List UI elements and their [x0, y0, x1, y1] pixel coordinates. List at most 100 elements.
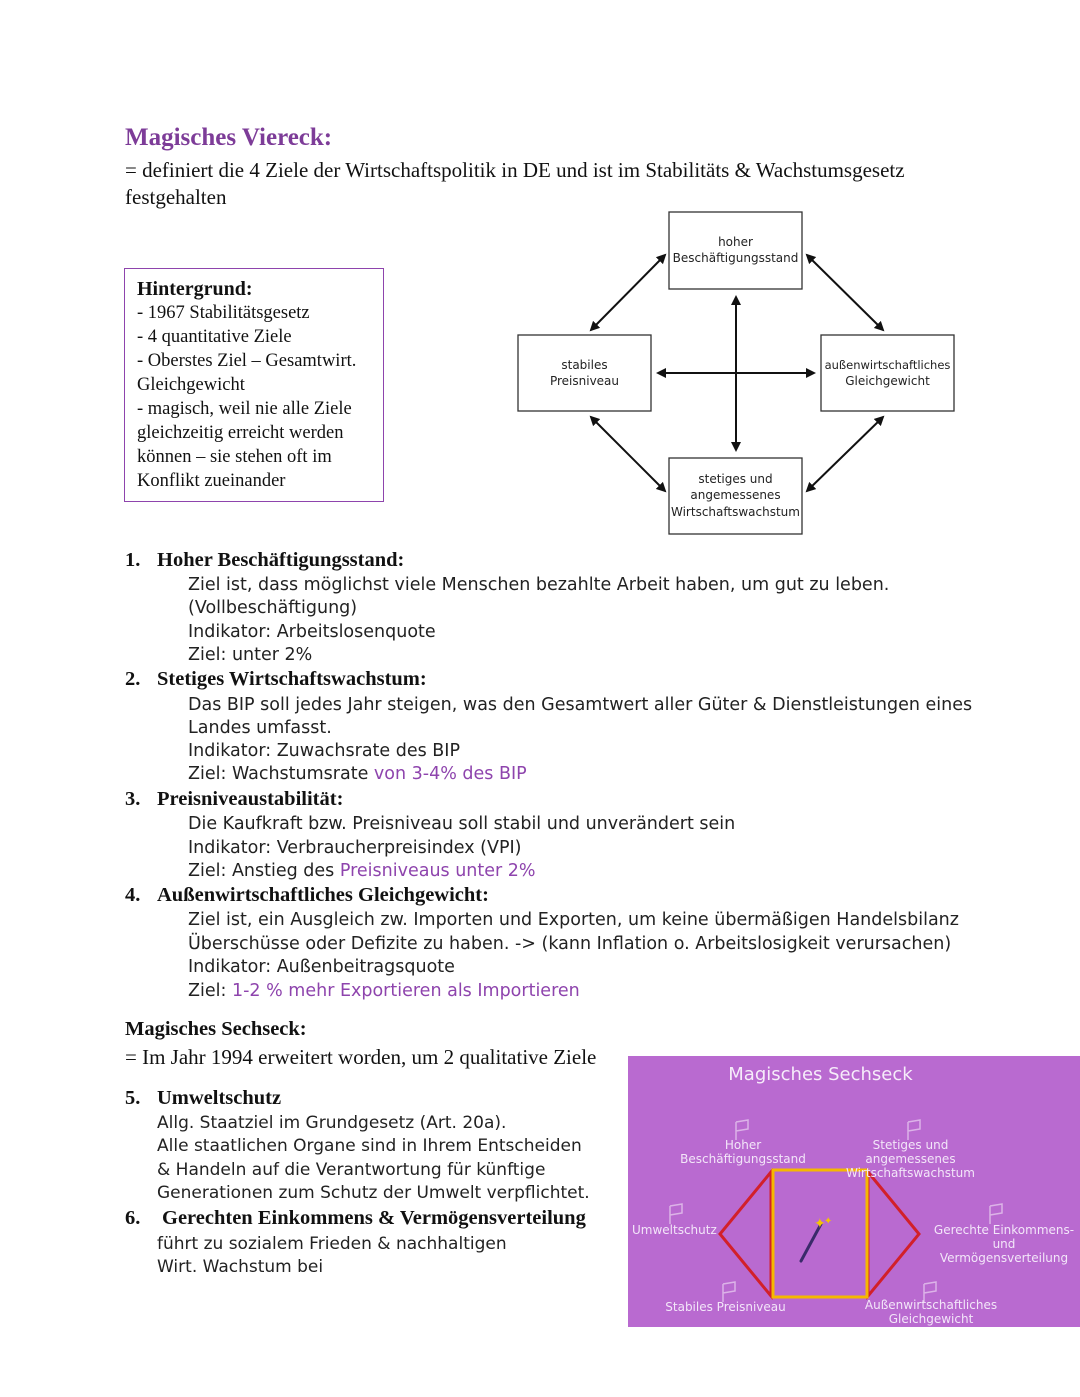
section-2-line-2: Landes umfasst.	[188, 718, 332, 738]
section-2-heading: Stetiges Wirtschaftswachstum:	[157, 668, 427, 690]
hintergrund-heading: Hintergrund:	[137, 278, 253, 300]
hex-label-top-right: Stetiges und angemessenes Wirtschaftswac…	[828, 1138, 993, 1180]
hex-label-top-right-2: Wirtschaftswachstum	[846, 1166, 975, 1180]
label-bottom-3: Wirtschaftswachstum	[671, 505, 800, 519]
hex-label-bottom-left: Stabiles Preisniveau	[665, 1300, 786, 1314]
section-4-line-1: Ziel ist, ein Ausgleich zw. Importen und…	[188, 910, 959, 930]
section-4-heading: Außenwirtschaftliches Gleichgewicht:	[157, 884, 489, 906]
sechseck-image-title: Magisches Sechseck	[728, 1064, 913, 1085]
left-wing	[718, 1167, 773, 1301]
hex-label-left: Umweltschutz	[632, 1223, 717, 1237]
svg-text:✦: ✦	[814, 1216, 826, 1232]
label-left-2: Preisniveau	[550, 374, 619, 388]
hintergrund-line: gleichzeitig erreicht werden	[137, 423, 344, 443]
box-aussenwirtschaft	[820, 334, 955, 412]
section-1-heading: Hoher Beschäftigungsstand:	[157, 549, 405, 571]
hintergrund-line: Gleichgewicht	[137, 375, 245, 395]
hex-label-top-left-2: Beschäftigungsstand	[680, 1152, 806, 1166]
arrow-bottom-left	[589, 415, 667, 493]
section-5-line-3: & Handeln auf die Verantwortung für künf…	[157, 1160, 546, 1180]
flag-icon	[735, 1119, 749, 1140]
arrow-top-right	[805, 253, 885, 332]
section-6-line-1: führt zu sozialem Frieden & nachhaltigen	[157, 1234, 507, 1254]
hex-label-right-1: Gerechte Einkommens-	[933, 1223, 1075, 1237]
hex-label-top-left-1: Hoher	[724, 1138, 762, 1152]
arrow-top-left	[589, 253, 667, 332]
section-4-line-4-highlight: 1-2 % mehr Exportieren als Importieren	[231, 981, 580, 1001]
right-wing	[866, 1167, 921, 1301]
section-1-number: 1.	[125, 549, 141, 571]
label-bottom-2: angemessenes	[690, 488, 780, 502]
box-preisniveau	[517, 334, 652, 412]
section-3-heading: Preisniveaustabilität:	[157, 788, 344, 810]
label-top-1: hoher	[718, 235, 753, 249]
section-4-title: 4. Außenwirtschaftliches Gleichgewicht:	[125, 884, 489, 907]
sechseck-image: Magisches Sechseck ✦ ✦ Hoher Beschäftigu…	[628, 1056, 1080, 1327]
section-2-title: 2. Stetiges Wirtschaftswachstum:	[125, 668, 427, 691]
label-right-1: außenwirtschaftliches	[825, 358, 951, 372]
section-6-line-2: Wirt. Wachstum bei	[157, 1257, 324, 1277]
box-wachstum	[668, 457, 803, 535]
section-3-line-3-highlight: Preisniveaus unter 2%	[339, 861, 536, 881]
label-right-2: Gleichgewicht	[845, 374, 930, 388]
section-2-line-1: Das BIP soll jedes Jahr steigen, was den…	[188, 695, 973, 715]
section-1-title: 1. Hoher Beschäftigungsstand:	[125, 549, 404, 572]
section-2-line-4-highlight: von 3-4% des BIP	[373, 764, 527, 784]
hintergrund-line: - 4 quantitative Ziele	[137, 327, 292, 347]
hex-label-top-right-1: Stetiges und angemessenes	[865, 1138, 956, 1166]
hex-label-bottom-right-1: Außenwirtschaftliches	[864, 1298, 998, 1312]
intro-line-1: = definiert die 4 Ziele der Wirtschaftsp…	[125, 158, 905, 182]
section-4-line-2: Überschüsse oder Defizite zu haben. -> (…	[188, 934, 952, 954]
hintergrund-line: Konflikt zueinander	[137, 471, 286, 491]
page-title: Magisches Viereck:	[125, 124, 333, 151]
flag-icon	[722, 1281, 736, 1302]
box-beschaeftigung	[668, 211, 803, 290]
hintergrund-box: Hintergrund: - 1967 Stabilitätsgesetz - …	[124, 268, 384, 502]
section-4-line-4: Ziel: 1-2 % mehr Exportieren als Importi…	[188, 981, 580, 1001]
section-2-line-3: Indikator: Zuwachsrate des BIP	[188, 741, 461, 761]
viereck-diagram: hoher Beschäftigungsstand stabiles Preis…	[517, 211, 955, 535]
section-3-line-3: Ziel: Anstieg des Preisniveaus unter 2%	[188, 861, 536, 881]
arrow-bottom-right	[805, 415, 885, 493]
section-1-line-3: Indikator: Arbeitslosenquote	[188, 622, 436, 642]
sechseck-title: Magisches Sechseck:	[125, 1018, 307, 1040]
section-1-line-4: Ziel: unter 2%	[188, 645, 313, 665]
hintergrund-line: - 1967 Stabilitätsgesetz	[137, 303, 310, 323]
sechseck-intro: = Im Jahr 1994 erweitert worden, um 2 qu…	[125, 1045, 597, 1069]
section-2-line-4-text: Ziel: Wachstumsrate	[188, 764, 374, 784]
flag-icon	[907, 1119, 921, 1140]
section-4-line-4-text: Ziel:	[188, 981, 232, 1001]
magic-wand-icon: ✦ ✦	[799, 1216, 832, 1263]
section-3-title: 3. Preisniveaustabilität:	[125, 788, 343, 811]
label-top-2: Beschäftigungsstand	[673, 251, 799, 265]
section-3-line-2: Indikator: Verbraucherpreisindex (VPI)	[188, 838, 522, 858]
section-3-line-3-text: Ziel: Anstieg des	[188, 861, 340, 881]
hintergrund-line: - Oberstes Ziel – Gesamtwirt.	[137, 351, 357, 371]
section-1-line-2: (Vollbeschäftigung)	[188, 598, 358, 618]
section-4-number: 4.	[125, 884, 141, 906]
hex-label-right: Gerechte Einkommens- und Vermögensvertei…	[928, 1223, 1080, 1265]
label-bottom-1: stetiges und	[698, 472, 772, 486]
flag-icon	[989, 1203, 1003, 1224]
flag-icon	[923, 1281, 937, 1302]
section-2-line-4: Ziel: Wachstumsrate von 3-4% des BIP	[188, 764, 527, 784]
section-5-number: 5.	[125, 1087, 141, 1109]
section-6-title: 6.Gerechten Einkommens & Vermögensvertei…	[125, 1207, 586, 1230]
sechseck-shape: ✦ ✦	[669, 1119, 1003, 1302]
section-6-number: 6.	[125, 1207, 141, 1229]
hex-label-right-2: und Vermögensverteilung	[939, 1237, 1069, 1265]
hintergrund-line: können – sie stehen oft im	[137, 447, 332, 467]
hintergrund-line: - magisch, weil nie alle Ziele	[137, 399, 352, 419]
section-5-line-2: Alle staatlichen Organe sind in Ihrem En…	[157, 1136, 582, 1156]
center-square	[771, 1168, 869, 1299]
section-2-number: 2.	[125, 668, 141, 690]
section-4-line-3: Indikator: Außenbeitragsquote	[188, 957, 455, 977]
section-3-number: 3.	[125, 788, 141, 810]
svg-text:✦: ✦	[824, 1216, 832, 1227]
label-left-1: stabiles	[561, 358, 607, 372]
section-5-title: 5. Umweltschutz	[125, 1087, 281, 1110]
flag-icon	[669, 1203, 683, 1224]
section-5-heading: Umweltschutz	[157, 1087, 282, 1109]
section-1-line-1: Ziel ist, dass möglichst viele Menschen …	[188, 575, 890, 595]
section-5-line-1: Allg. Staatziel im Grundgesetz (Art. 20a…	[157, 1113, 507, 1133]
